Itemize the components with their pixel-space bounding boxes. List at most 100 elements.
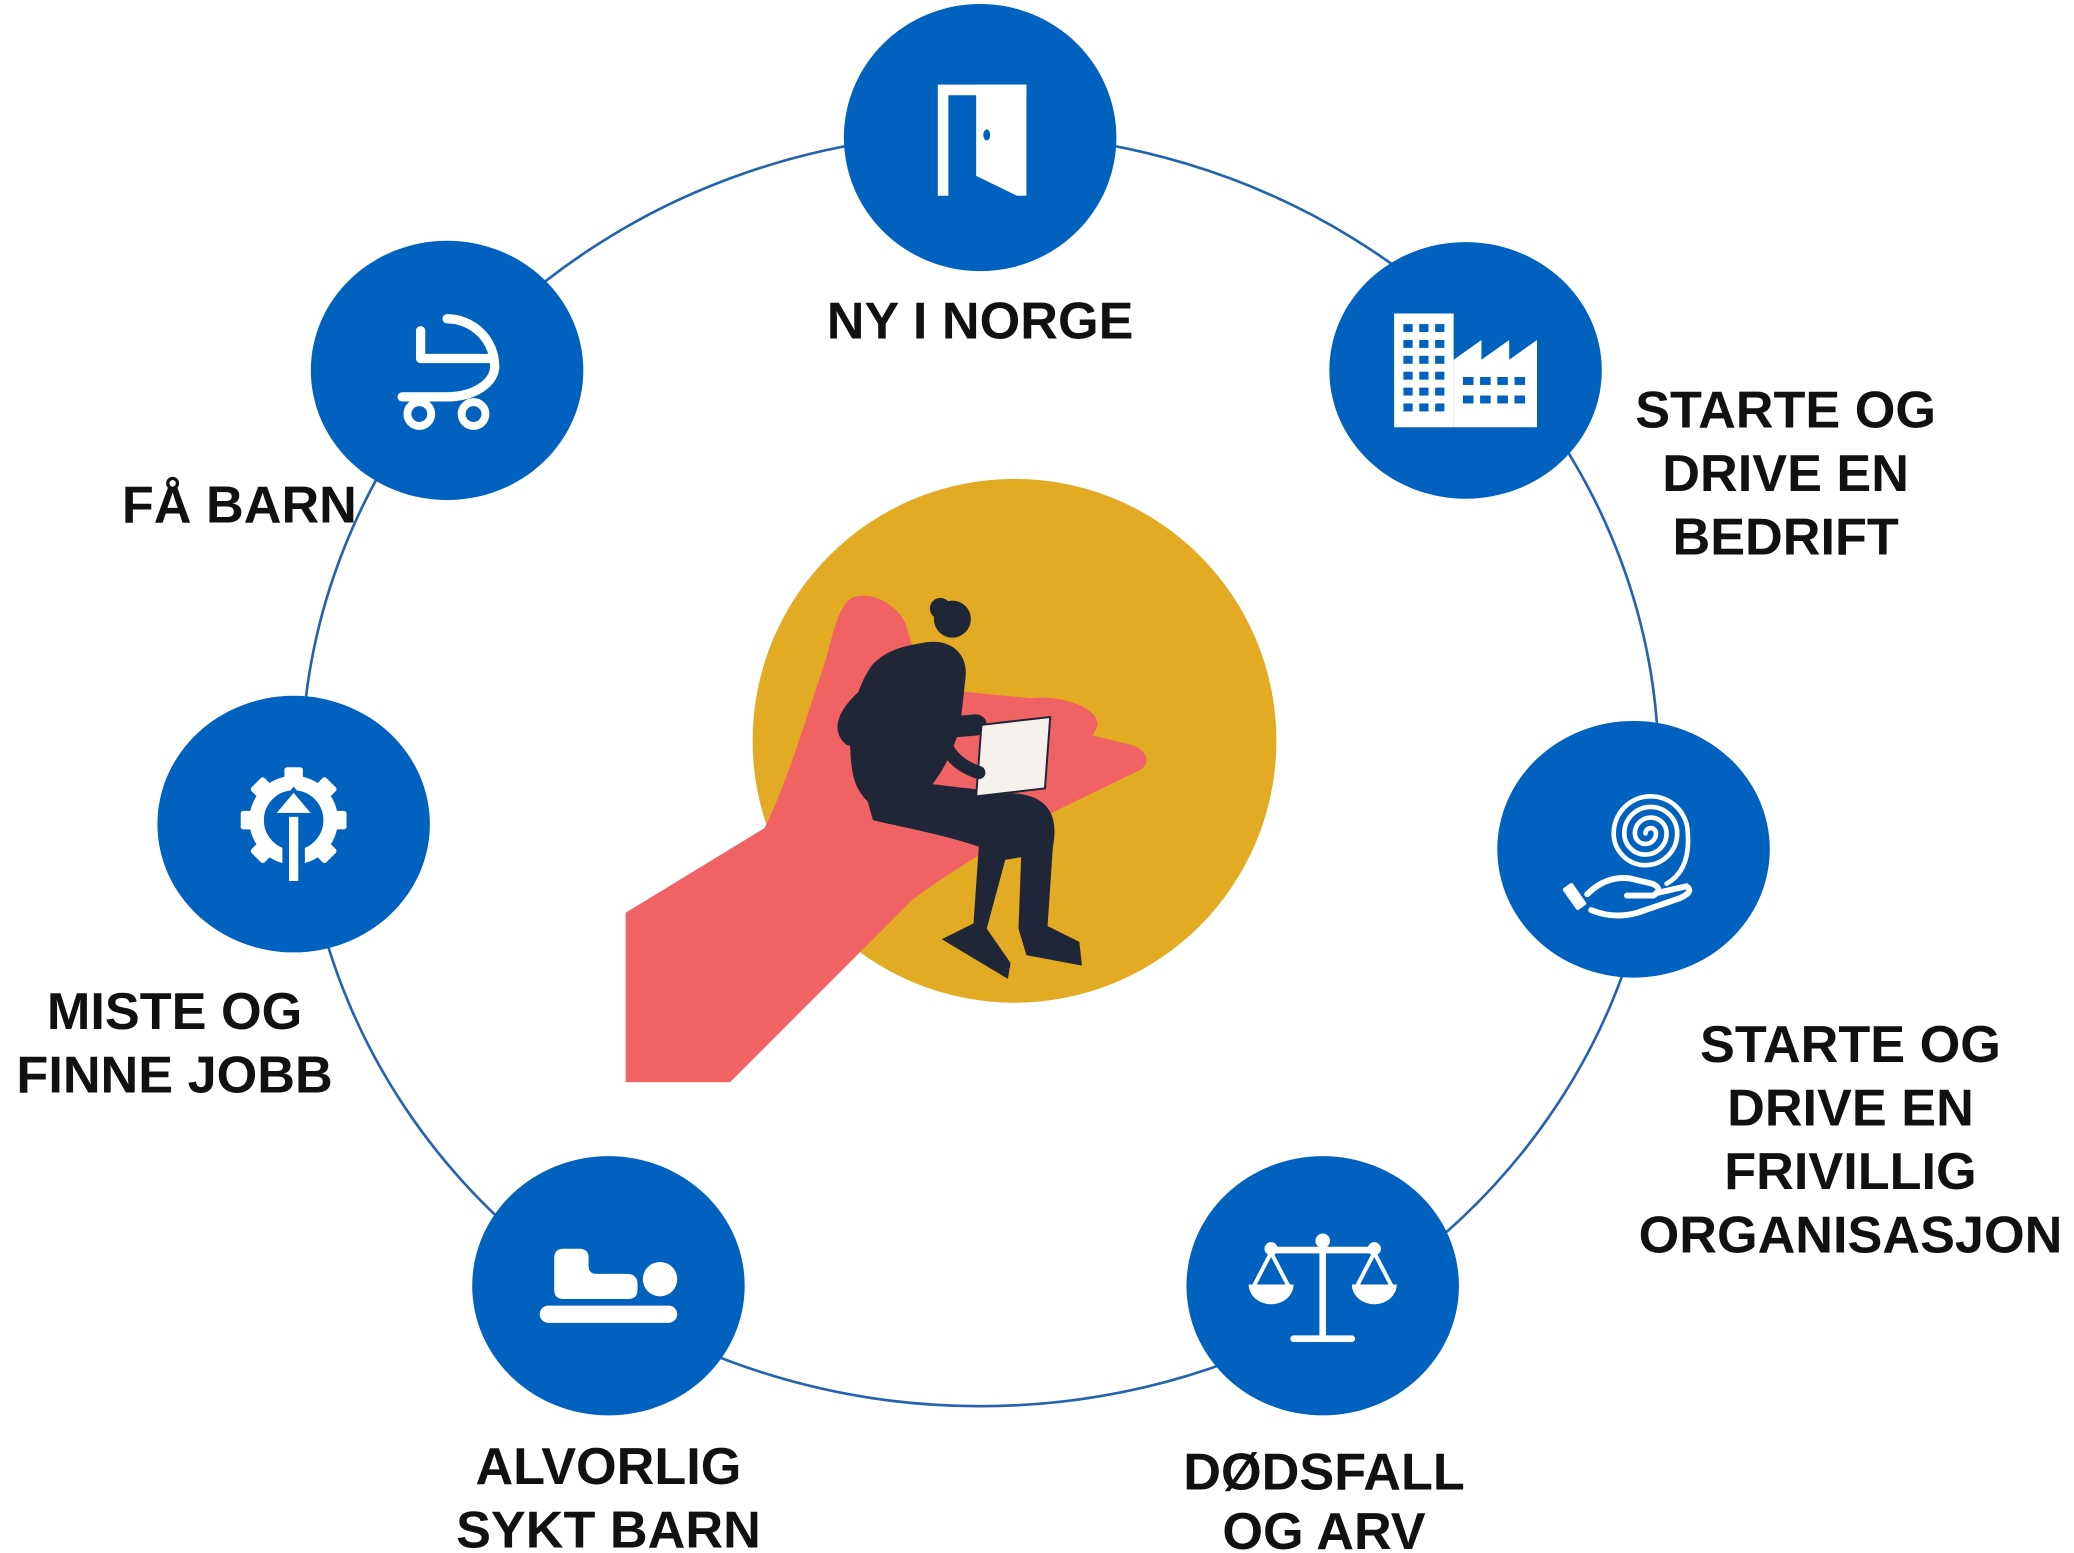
scales-beam-end	[1367, 1242, 1381, 1256]
window	[1462, 395, 1474, 404]
node-circle	[310, 240, 584, 501]
label-line: DRIVE EN	[1727, 1080, 1974, 1138]
door-icon	[937, 84, 1027, 196]
label-line: SYKT BARN	[456, 1502, 761, 1553]
label-bedrift: STARTE OG DRIVE EN BEDRIFT	[1635, 381, 1936, 566]
label-line: FÅ BARN	[122, 477, 357, 535]
label-line: NY I NORGE	[827, 293, 1134, 351]
node-frivillig	[1497, 720, 1770, 978]
window	[1403, 324, 1413, 333]
window	[1403, 387, 1413, 396]
stroller-icon	[397, 314, 500, 430]
label-ny-i-norge: NY I NORGE	[827, 293, 1134, 351]
window	[1514, 377, 1526, 385]
label-frivillig: STARTE OG DRIVE EN FRIVILLIG ORGANISASJO…	[1639, 1016, 2063, 1264]
label-line: STARTE OG	[1635, 381, 1936, 439]
door-panel	[976, 84, 1027, 196]
label-line: ALVORLIG	[475, 1438, 741, 1496]
gear-arrow-up-icon	[240, 767, 347, 884]
window	[1403, 339, 1413, 348]
scales-left-strings	[1251, 1250, 1291, 1288]
label-line: BEDRIFT	[1672, 508, 1898, 566]
window	[1514, 395, 1526, 404]
person-laptop-on-hand-illustration	[625, 478, 1277, 1083]
gear-tooth	[312, 839, 337, 864]
label-line: FINNE JOBB	[16, 1047, 332, 1105]
node-bedrift	[1329, 242, 1602, 499]
stroller-hood	[397, 314, 500, 402]
label-line: OG ARV	[1222, 1503, 1425, 1553]
node-ny-i-norge	[843, 3, 1117, 272]
person-legs	[859, 773, 1082, 979]
window	[1480, 377, 1491, 385]
door-keyhole	[983, 129, 991, 141]
window	[1497, 377, 1508, 385]
patient-body	[554, 1248, 638, 1300]
window	[1419, 355, 1429, 364]
stroller-wheel	[403, 398, 436, 430]
scales-left-pan	[1248, 1284, 1294, 1305]
scales-beam-end	[1264, 1242, 1278, 1256]
person-hair-bun	[929, 597, 952, 620]
person-arm	[837, 657, 987, 747]
window	[1403, 355, 1413, 364]
window	[1435, 371, 1445, 380]
gear-tooth	[284, 767, 303, 786]
hand-palm	[1588, 883, 1693, 919]
gear-tooth	[240, 810, 260, 830]
scales-right-pan	[1351, 1284, 1397, 1305]
label-line: FRIVILLIG	[1724, 1143, 1976, 1201]
gear-tooth	[328, 810, 347, 830]
window	[1419, 339, 1429, 348]
label-line: MISTE OG	[47, 983, 302, 1041]
stroller-handle	[415, 326, 497, 364]
label-dodsfall: DØDSFALL OG ARV	[1183, 1444, 1464, 1553]
hand-cuff	[1562, 883, 1587, 910]
label-line: DRIVE EN	[1662, 445, 1909, 503]
gear-tooth	[312, 777, 337, 802]
node-jobb	[157, 695, 430, 953]
window	[1497, 395, 1508, 404]
open-hand	[625, 595, 1147, 1083]
sick-person-bed-icon	[539, 1248, 678, 1323]
scales-right-strings	[1355, 1250, 1394, 1288]
factory-windows	[1403, 324, 1526, 412]
spiral	[1611, 794, 1691, 886]
hand-spiral-icon	[1562, 794, 1693, 919]
factory-icon	[1394, 313, 1537, 428]
label-line: ORGANISASJON	[1639, 1207, 2063, 1265]
window	[1419, 387, 1429, 396]
door-frame	[937, 84, 1027, 196]
window	[1462, 377, 1474, 385]
bed	[539, 1305, 678, 1323]
window	[1435, 324, 1445, 333]
window	[1403, 403, 1413, 412]
window	[1403, 371, 1413, 380]
arrow-head	[268, 786, 320, 817]
stroller-wheel	[457, 398, 490, 430]
gear-tooth	[250, 777, 275, 802]
factory-hall	[1453, 339, 1537, 428]
scales-icon	[1248, 1233, 1397, 1343]
label-fa-barn: FÅ BARN	[122, 477, 357, 535]
label-jobb: MISTE OG FINNE JOBB	[16, 983, 332, 1104]
window	[1480, 395, 1491, 404]
window	[1435, 403, 1445, 412]
label-line: DØDSFALL	[1183, 1444, 1464, 1502]
node-fa-barn	[310, 240, 584, 501]
window	[1419, 324, 1429, 333]
label-sykt-barn: ALVORLIG SYKT BARN	[456, 1438, 761, 1553]
window	[1419, 371, 1429, 380]
node-sykt-barn	[472, 1156, 745, 1416]
node-dodsfall	[1186, 1156, 1459, 1416]
patient-head	[642, 1261, 678, 1297]
window	[1435, 355, 1445, 364]
laptop	[975, 715, 1052, 798]
label-line: STARTE OG	[1700, 1016, 2001, 1074]
window	[1435, 339, 1445, 348]
gear-tooth	[250, 839, 275, 864]
window	[1419, 403, 1429, 412]
person-hand-typing	[935, 718, 986, 780]
window	[1435, 387, 1445, 396]
